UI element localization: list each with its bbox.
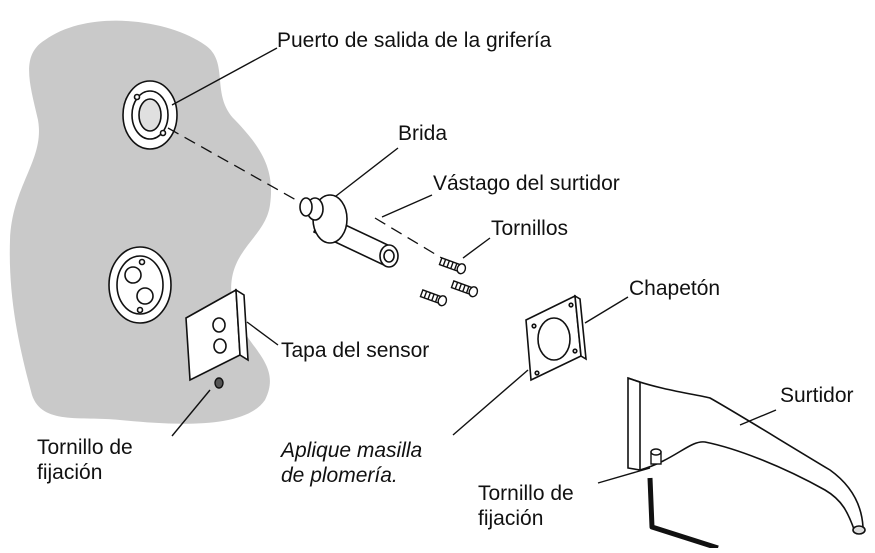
- label-set-screw-right-2: fijación: [478, 507, 544, 530]
- sensor-cover: [185, 288, 249, 382]
- screws: [419, 257, 479, 307]
- label-flange: Brida: [398, 122, 448, 145]
- label-putty-1: Aplique masilla: [281, 439, 423, 462]
- label-escutcheon: Chapetón: [629, 277, 721, 300]
- sensor-port: [108, 246, 172, 324]
- label-sensor-cover: Tapa del sensor: [281, 339, 430, 362]
- escutcheon: [525, 294, 587, 382]
- label-set-screw-right-1: Tornillo de: [478, 482, 574, 505]
- set-screw-right: [650, 448, 662, 465]
- label-screws: Tornillos: [491, 217, 569, 240]
- wall-surface: [9, 20, 272, 424]
- label-outlet-port: Puerto de salida de la grifería: [277, 29, 552, 52]
- label-spout: Surtidor: [780, 384, 854, 407]
- label-set-screw-left-1: Tornillo de: [37, 436, 133, 459]
- spout: [627, 376, 866, 535]
- hex-key: [647, 477, 719, 551]
- label-putty-2: de plomería.: [281, 464, 398, 487]
- outlet-port: [122, 80, 178, 150]
- label-set-screw-left-2: fijación: [37, 461, 103, 484]
- alignment-line: [167, 127, 306, 206]
- alignment-line-2: [374, 217, 446, 261]
- label-spout-shank: Vástago del surtidor: [433, 172, 620, 195]
- spout-shank: [299, 194, 399, 268]
- set-screw-left: [214, 377, 224, 389]
- leader-lines: [171, 47, 777, 484]
